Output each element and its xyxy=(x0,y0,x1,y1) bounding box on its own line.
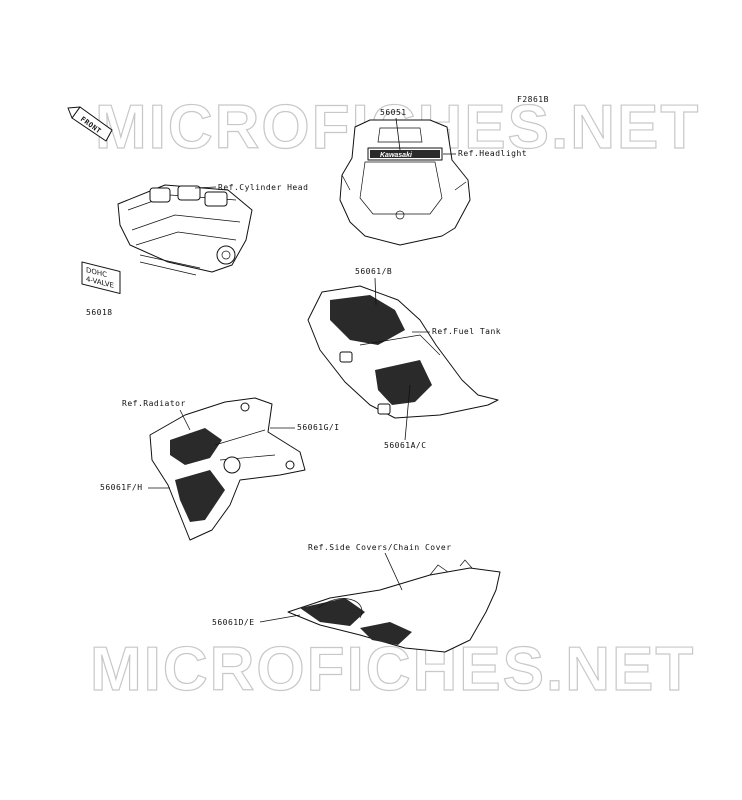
figure-code: F2861B xyxy=(517,95,549,104)
radiator-shroud xyxy=(149,397,306,541)
label-56061g-i: 56061G/I xyxy=(297,423,340,432)
label-56061d-e: 56061D/E xyxy=(212,618,255,627)
fuel-tank xyxy=(307,285,499,419)
label-56018: 56018 xyxy=(86,308,113,317)
label-ref-fuel-tank: Ref.Fuel Tank xyxy=(432,327,501,336)
dohc-decal: DOHC 4-VALVE xyxy=(81,261,121,294)
cylinder-head xyxy=(117,184,253,276)
label-56051: 56051 xyxy=(380,108,407,117)
label-ref-cylinder-head: Ref.Cylinder Head xyxy=(218,183,308,192)
label-ref-radiator: Ref.Radiator xyxy=(122,399,186,408)
headlight-cover: Kawasaki xyxy=(339,119,471,246)
watermark-bottom: MICROFICHES.NET xyxy=(90,635,695,704)
label-ref-headlight: Ref.Headlight xyxy=(458,149,527,158)
side-cover xyxy=(287,559,501,653)
label-56061-b: 56061/B xyxy=(355,267,392,276)
label-56061f-h: 56061F/H xyxy=(100,483,143,492)
label-ref-side-covers: Ref.Side Covers/Chain Cover xyxy=(308,543,452,552)
label-56061a-c: 56061A/C xyxy=(384,441,427,450)
emblem-text: Kawasaki xyxy=(380,152,413,159)
